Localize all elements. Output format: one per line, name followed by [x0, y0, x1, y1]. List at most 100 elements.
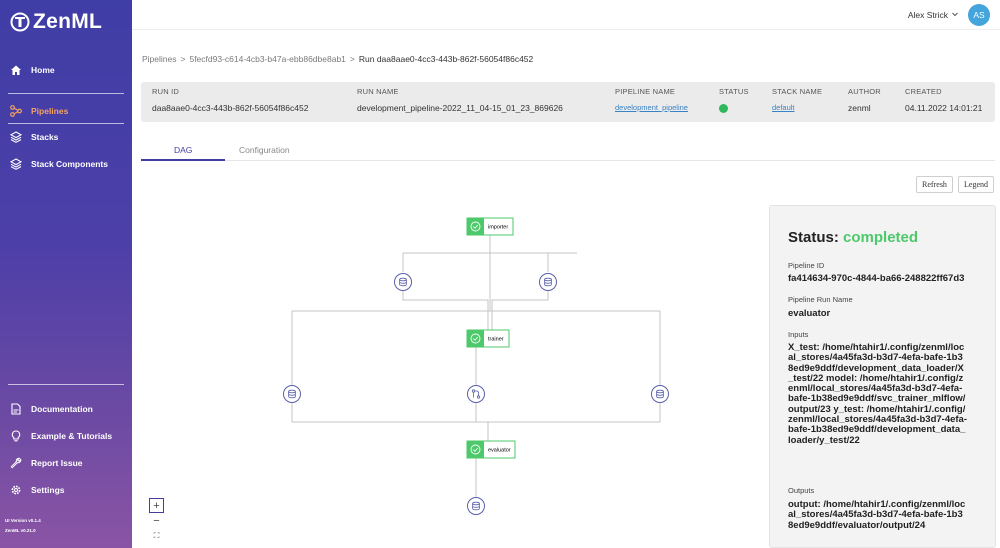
sidebar-divider [8, 384, 124, 385]
sidebar-item-examples[interactable]: Example & Tutorials [10, 430, 112, 442]
created-header: CREATED [905, 87, 942, 96]
sidebar-item-label: Home [31, 65, 55, 75]
dag-canvas: importer trainer evaluator [283, 217, 669, 515]
sidebar-item-label: Report Issue [31, 458, 83, 468]
created-value: 04.11.2022 14:01:21 [905, 103, 983, 113]
zoom-out-button[interactable]: − [149, 513, 164, 528]
dag-edges [291, 235, 661, 497]
check-icon [470, 221, 481, 232]
tab-dag[interactable]: DAG [174, 145, 193, 155]
active-tab-indicator [141, 159, 225, 161]
outputs-label: Outputs [788, 486, 815, 495]
run-name-value: development_pipeline-2022_11_04-15_01_23… [357, 103, 563, 113]
run-id-value: daa8aae0-4cc3-443b-862f-56054f86c452 [152, 103, 309, 113]
breadcrumb-pipeline[interactable]: 5fecfd93-c614-4cb3-b47a-ebb86dbe8ab1 [189, 54, 346, 64]
status-column: STATUS [719, 87, 749, 113]
step-label: importer [488, 225, 508, 231]
stack-name-header: STACK NAME [772, 87, 823, 96]
user-name[interactable]: Alex Strick [907, 10, 948, 20]
sidebar-item-home[interactable]: Home [10, 64, 55, 76]
sidebar-item-report-issue[interactable]: Report Issue [10, 457, 83, 469]
pipelines-icon [10, 105, 22, 117]
dag-artifact[interactable] [651, 385, 669, 403]
sidebar-item-label: Stack Components [31, 159, 108, 169]
status-title-prefix: Status: [788, 229, 844, 246]
step-label: evaluator [488, 448, 511, 454]
status-value: completed [843, 229, 919, 246]
run-id-column: RUN ID daa8aae0-4cc3-443b-862f-56054f86c… [152, 87, 308, 113]
breadcrumb-separator: > [349, 54, 355, 64]
run-name-value: evaluator [788, 308, 831, 319]
zoom-in-button[interactable]: + [149, 498, 164, 513]
dag-artifact[interactable] [467, 497, 485, 515]
zoom-controls: + − ⛶ [149, 498, 165, 543]
sidebar-item-settings[interactable]: Settings [10, 484, 65, 496]
sidebar-item-label: Example & Tutorials [31, 431, 113, 441]
check-icon [470, 444, 481, 455]
database-icon [399, 277, 407, 287]
top-bar: Alex Strick AS [132, 0, 1000, 30]
zenml-logo[interactable]: ZenML [10, 10, 102, 34]
author-value: zenml [848, 103, 871, 113]
ui-version: UI Version v0.1.4 [5, 518, 41, 523]
pipeline-name-link[interactable]: development_pipeline [615, 103, 688, 112]
model-icon [471, 389, 481, 399]
avatar[interactable]: AS [968, 4, 990, 26]
run-id-header: RUN ID [152, 87, 180, 96]
pipeline-id-value: fa414634-970c-4844-ba66-248822ff67d3 [788, 273, 965, 284]
database-icon [288, 389, 296, 399]
dag-artifact[interactable] [394, 273, 412, 291]
outputs-value: output: /home/htahir1/.config/zenml/loca… [788, 499, 966, 531]
status-completed-icon [719, 104, 728, 113]
fit-view-button[interactable]: ⛶ [149, 528, 164, 543]
sidebar-item-pipelines[interactable]: Pipelines [10, 105, 68, 117]
sidebar: ZenML Home Pipelines Stacks Stack Compon… [0, 0, 132, 548]
sidebar-item-stacks[interactable]: Stacks [10, 131, 58, 143]
database-icon [656, 389, 664, 399]
refresh-button[interactable]: Refresh [916, 176, 953, 193]
breadcrumb: Pipelines > 5fecfd93-c614-4cb3-b47a-ebb8… [142, 54, 533, 64]
logo-text: ZenML [33, 10, 103, 33]
stack-name-link[interactable]: default [772, 103, 795, 112]
status-panel: Status: completed Pipeline ID fa414634-9… [769, 205, 996, 548]
dag-artifact[interactable] [539, 273, 557, 291]
breadcrumb-pipelines[interactable]: Pipelines [142, 54, 177, 64]
sidebar-item-label: Pipelines [31, 106, 69, 116]
stack-components-icon [10, 158, 22, 170]
sidebar-item-label: Documentation [31, 404, 93, 414]
sidebar-item-documentation[interactable]: Documentation [10, 403, 93, 415]
pipeline-id-label: Pipeline ID [788, 261, 825, 270]
documentation-icon [11, 403, 21, 415]
dag-step-trainer[interactable]: trainer [466, 329, 510, 348]
pipeline-name-column: PIPELINE NAME development_pipeline [615, 87, 688, 112]
dag-artifact-model[interactable] [467, 385, 485, 403]
database-icon [544, 277, 552, 287]
dag-step-evaluator[interactable]: evaluator [466, 440, 516, 459]
dag-artifact[interactable] [283, 385, 301, 403]
legend-button[interactable]: Legend [958, 176, 994, 193]
sidebar-divider [8, 93, 124, 94]
tab-configuration[interactable]: Configuration [239, 145, 290, 155]
step-label: trainer [488, 337, 504, 343]
sidebar-item-label: Settings [31, 485, 65, 495]
database-icon [472, 501, 480, 511]
gear-icon [11, 485, 21, 495]
inputs-label: Inputs [788, 330, 809, 339]
breadcrumb-separator: > [180, 54, 186, 64]
sidebar-item-label: Stacks [31, 132, 59, 142]
run-name-label: Pipeline Run Name [788, 295, 853, 304]
zenml-logo-icon [10, 12, 30, 32]
home-icon [11, 65, 21, 75]
sidebar-item-stack-components[interactable]: Stack Components [10, 158, 108, 170]
run-name-column: RUN NAME development_pipeline-2022_11_04… [357, 87, 563, 113]
stacks-icon [10, 131, 22, 143]
status-title: Status: completed [788, 229, 918, 246]
author-header: AUTHOR [848, 87, 881, 96]
tab-bar: DAG Configuration [141, 141, 995, 161]
status-header: STATUS [719, 87, 749, 96]
inputs-value: X_test: /home/htahir1/.config/zenml/loca… [788, 342, 967, 446]
stack-name-column: STACK NAME default [772, 87, 822, 112]
breadcrumb-current: Run daa8aae0-4cc3-443b-862f-56054f86c452 [358, 54, 534, 64]
dag-step-importer[interactable]: importer [466, 217, 514, 236]
chevron-down-icon[interactable] [951, 10, 959, 18]
